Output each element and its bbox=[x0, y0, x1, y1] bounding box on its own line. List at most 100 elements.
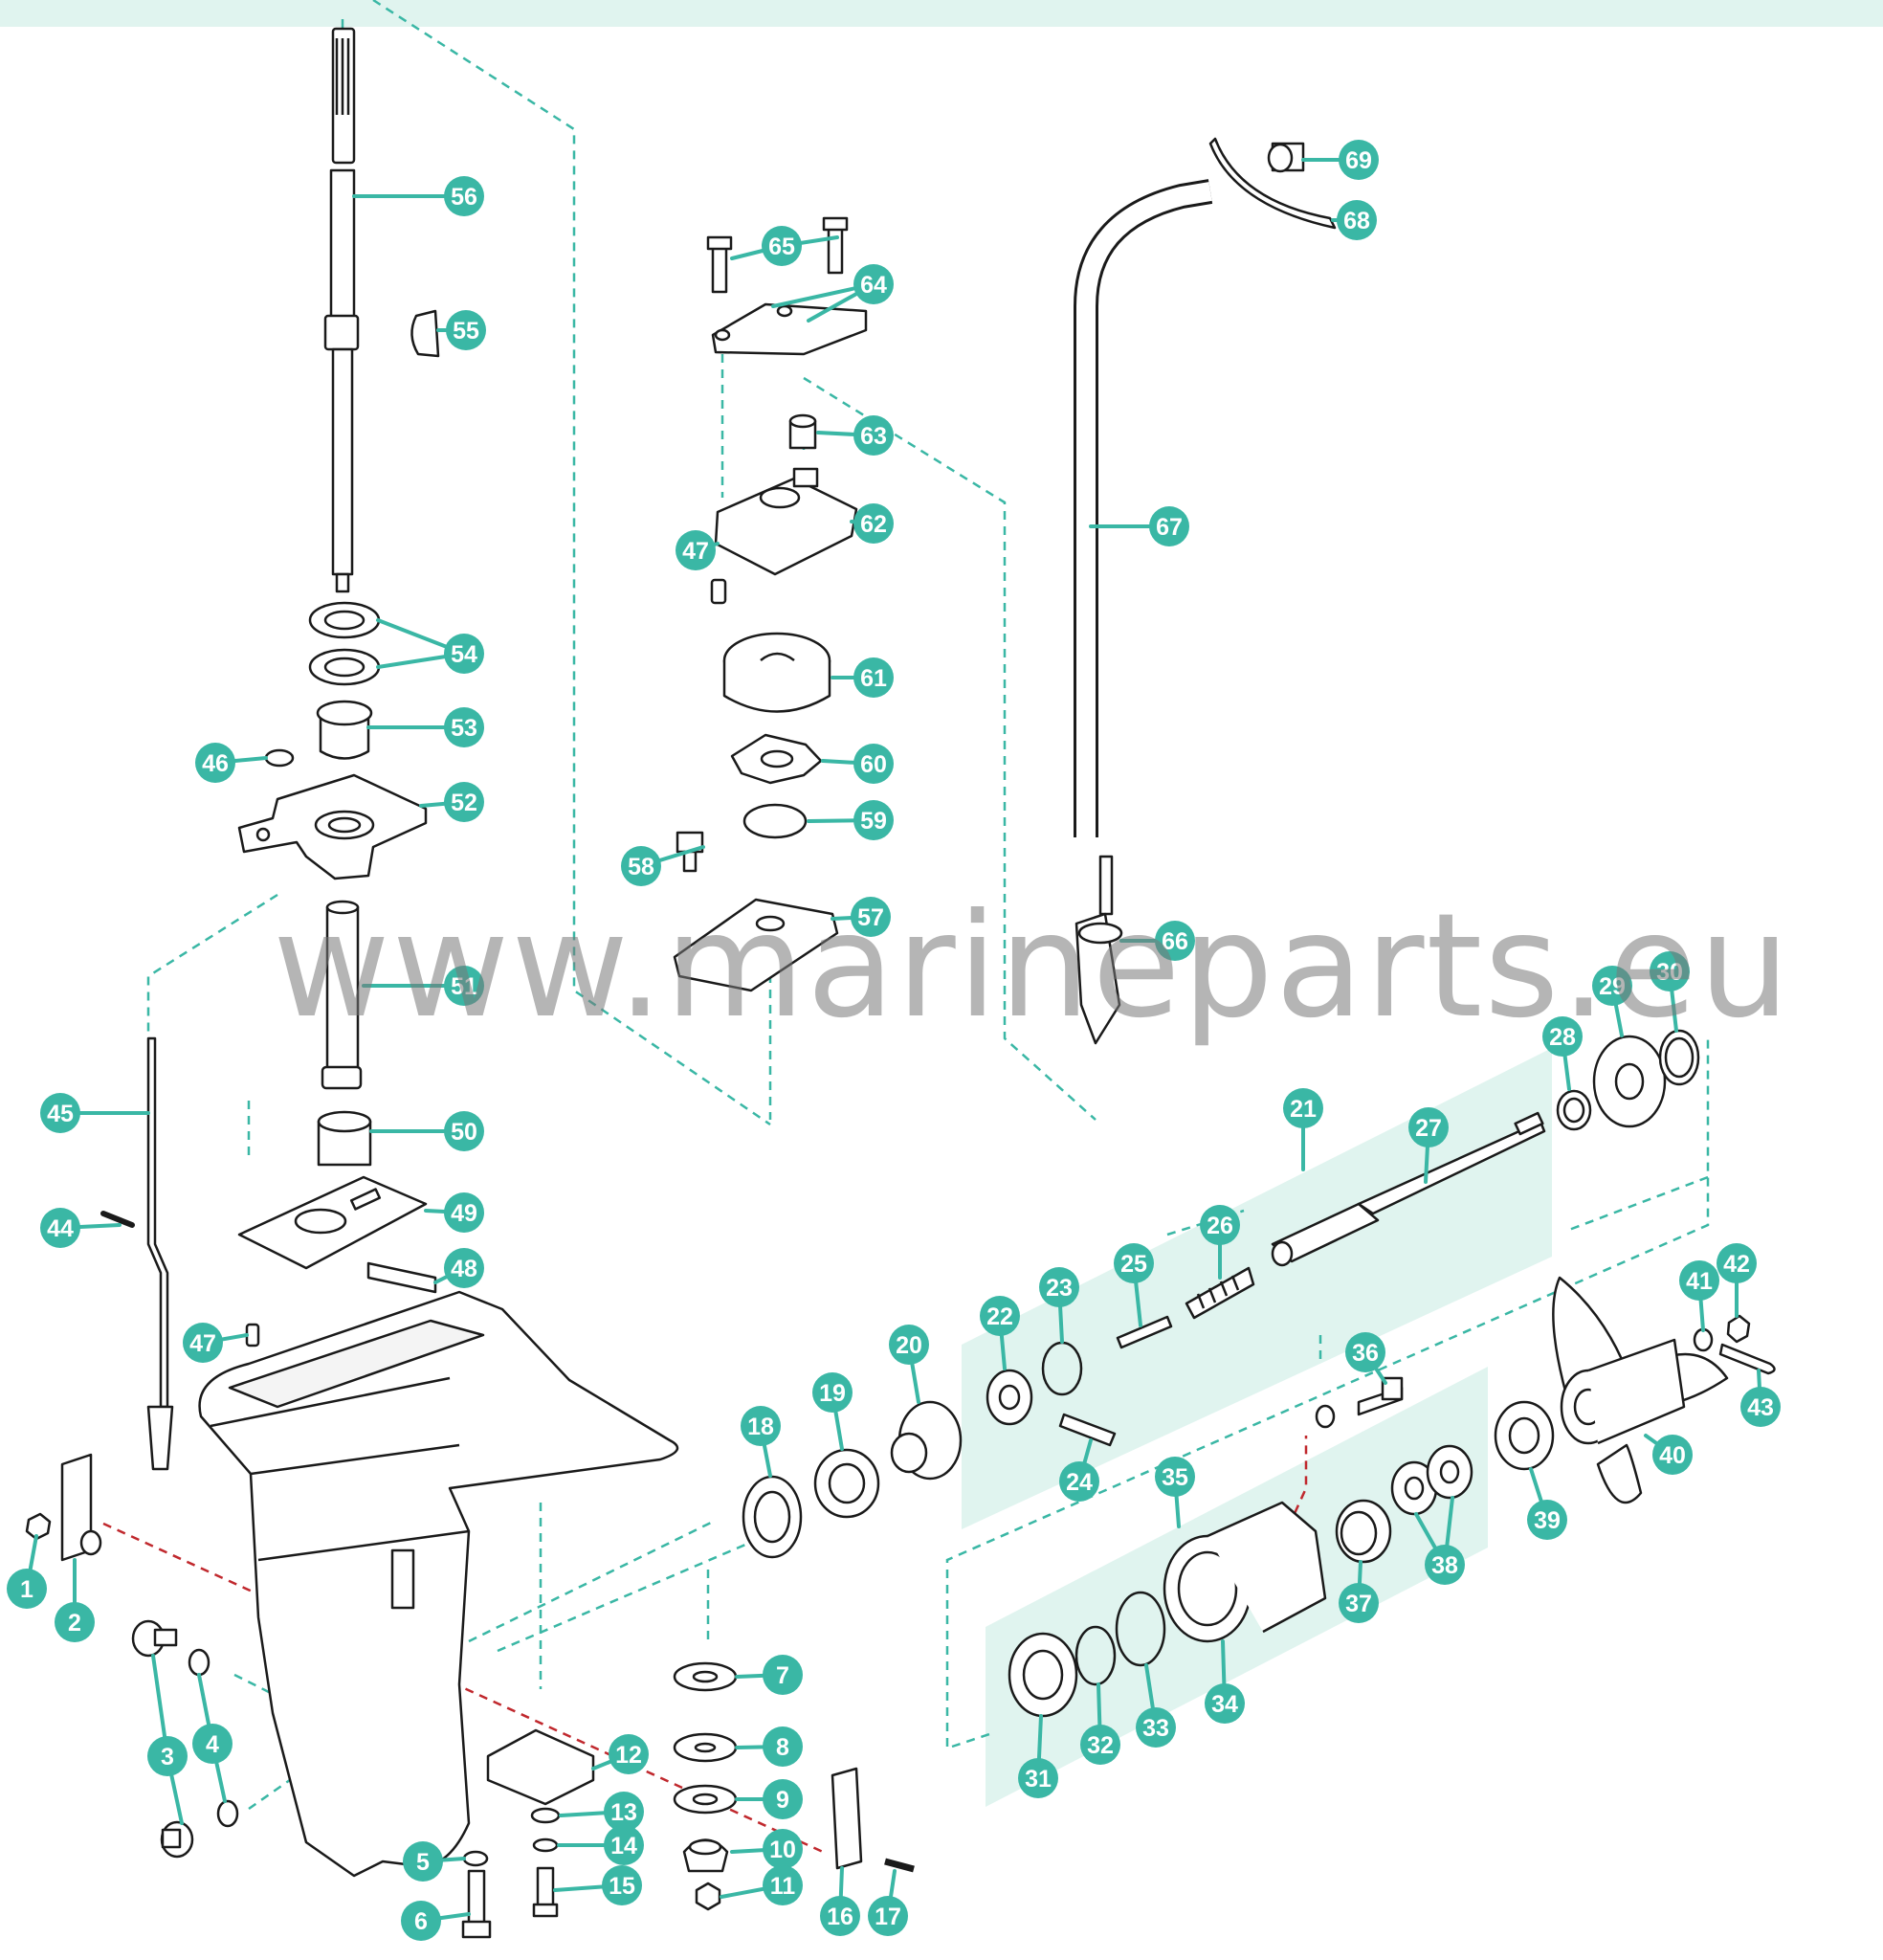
callout-badge bbox=[1652, 1435, 1693, 1475]
callout-part-47[interactable]: 47 bbox=[183, 1323, 223, 1363]
callout-part-21[interactable]: 21 bbox=[1283, 1088, 1323, 1128]
callout-part-3[interactable]: 3 bbox=[147, 1736, 188, 1776]
callout-badge bbox=[1527, 1500, 1567, 1540]
callout-part-10[interactable]: 10 bbox=[763, 1829, 803, 1869]
callout-number: 32 bbox=[1087, 1732, 1114, 1759]
callout-part-17[interactable]: 17 bbox=[868, 1896, 908, 1936]
callout-part-61[interactable]: 61 bbox=[853, 657, 894, 698]
zinc-anode bbox=[60, 1453, 102, 1562]
callout-part-37[interactable]: 37 bbox=[1339, 1583, 1379, 1623]
callout-part-8[interactable]: 8 bbox=[763, 1726, 803, 1767]
water-tube bbox=[321, 900, 363, 1090]
callout-part-62[interactable]: 62 bbox=[853, 503, 894, 544]
callout-part-60[interactable]: 60 bbox=[853, 744, 894, 784]
callout-part-57[interactable]: 57 bbox=[851, 897, 891, 937]
callout-part-39[interactable]: 39 bbox=[1527, 1500, 1567, 1540]
sealing-strip bbox=[366, 1261, 437, 1294]
callout-number: 41 bbox=[1686, 1268, 1713, 1295]
callout-part-53[interactable]: 53 bbox=[444, 707, 484, 747]
callout-part-20[interactable]: 20 bbox=[889, 1325, 929, 1365]
callout-part-40[interactable]: 40 bbox=[1652, 1435, 1693, 1475]
callout-part-9[interactable]: 9 bbox=[763, 1779, 803, 1819]
callout-part-34[interactable]: 34 bbox=[1205, 1683, 1245, 1724]
callout-part-16[interactable]: 16 bbox=[820, 1896, 860, 1936]
callout-part-55[interactable]: 55 bbox=[446, 310, 486, 350]
callout-part-43[interactable]: 43 bbox=[1740, 1387, 1781, 1427]
callout-part-24[interactable]: 24 bbox=[1059, 1461, 1099, 1502]
callout-part-19[interactable]: 19 bbox=[812, 1372, 853, 1413]
callout-part-65[interactable]: 65 bbox=[762, 226, 802, 266]
thrust-washer bbox=[1556, 1089, 1592, 1131]
callout-part-49[interactable]: 49 bbox=[444, 1192, 484, 1233]
callout-part-35[interactable]: 35 bbox=[1155, 1457, 1195, 1497]
callout-part-11[interactable]: 11 bbox=[763, 1865, 803, 1905]
callout-number: 57 bbox=[857, 904, 884, 931]
callout-part-63[interactable]: 63 bbox=[853, 415, 894, 456]
callout-part-14[interactable]: 14 bbox=[604, 1825, 644, 1865]
callout-badge bbox=[851, 897, 891, 937]
callout-badge bbox=[1018, 1758, 1058, 1798]
washer-small bbox=[462, 1850, 489, 1867]
callout-number: 37 bbox=[1345, 1591, 1372, 1617]
callout-part-28[interactable]: 28 bbox=[1542, 1016, 1583, 1057]
callout-badge bbox=[55, 1602, 95, 1642]
callout-badge bbox=[1740, 1387, 1781, 1427]
callout-badge bbox=[762, 226, 802, 266]
callout-part-18[interactable]: 18 bbox=[741, 1406, 781, 1446]
callout-part-50[interactable]: 50 bbox=[444, 1111, 484, 1151]
callout-part-26[interactable]: 26 bbox=[1200, 1205, 1240, 1245]
callout-part-51[interactable]: 51 bbox=[444, 966, 484, 1006]
callout-part-64[interactable]: 64 bbox=[853, 264, 894, 304]
callout-part-7[interactable]: 7 bbox=[763, 1655, 803, 1695]
callout-part-56[interactable]: 56 bbox=[444, 176, 484, 216]
callout-part-25[interactable]: 25 bbox=[1114, 1243, 1154, 1283]
lower-bushing bbox=[317, 1110, 372, 1167]
callout-part-15[interactable]: 15 bbox=[602, 1865, 642, 1905]
callout-part-52[interactable]: 52 bbox=[444, 782, 484, 822]
callout-part-54[interactable]: 54 bbox=[444, 634, 484, 674]
callout-part-29[interactable]: 29 bbox=[1592, 966, 1632, 1006]
water-inlet-cover bbox=[486, 1728, 595, 1806]
callout-number: 48 bbox=[451, 1256, 477, 1282]
callout-part-42[interactable]: 42 bbox=[1717, 1243, 1757, 1283]
callout-part-4[interactable]: 4 bbox=[192, 1724, 233, 1764]
callout-part-38[interactable]: 38 bbox=[1425, 1545, 1465, 1585]
washer-7 bbox=[673, 1661, 738, 1692]
callout-part-2[interactable]: 2 bbox=[55, 1602, 95, 1642]
callout-part-1[interactable]: 1 bbox=[7, 1569, 47, 1609]
callout-part-41[interactable]: 41 bbox=[1679, 1260, 1719, 1301]
callout-part-47[interactable]: 47 bbox=[676, 530, 716, 570]
callout-part-66[interactable]: 66 bbox=[1155, 921, 1195, 961]
callout-part-6[interactable]: 6 bbox=[401, 1901, 441, 1941]
callout-part-69[interactable]: 69 bbox=[1339, 140, 1379, 180]
shift-rod bbox=[146, 1036, 174, 1471]
callout-part-30[interactable]: 30 bbox=[1650, 951, 1690, 991]
callout-part-33[interactable]: 33 bbox=[1136, 1707, 1176, 1748]
callout-part-31[interactable]: 31 bbox=[1018, 1758, 1058, 1798]
callout-badge bbox=[1345, 1332, 1385, 1372]
callout-number: 59 bbox=[860, 808, 887, 835]
callout-part-12[interactable]: 12 bbox=[609, 1734, 649, 1774]
callout-part-27[interactable]: 27 bbox=[1408, 1107, 1449, 1147]
callout-part-44[interactable]: 44 bbox=[40, 1208, 80, 1248]
callout-part-48[interactable]: 48 bbox=[444, 1248, 484, 1288]
callout-part-46[interactable]: 46 bbox=[195, 743, 235, 783]
callout-part-59[interactable]: 59 bbox=[853, 800, 894, 840]
callout-part-32[interactable]: 32 bbox=[1080, 1725, 1120, 1765]
callout-part-23[interactable]: 23 bbox=[1039, 1267, 1079, 1307]
callout-badge bbox=[853, 415, 894, 456]
callout-part-5[interactable]: 5 bbox=[403, 1841, 443, 1882]
callout-number: 7 bbox=[776, 1662, 789, 1689]
propeller-shaft bbox=[1271, 1111, 1546, 1267]
callout-badge bbox=[444, 1111, 484, 1151]
callout-number: 65 bbox=[768, 234, 795, 260]
gasket bbox=[237, 1175, 428, 1270]
callout-part-13[interactable]: 13 bbox=[604, 1792, 644, 1832]
callout-part-45[interactable]: 45 bbox=[40, 1093, 80, 1133]
callout-part-68[interactable]: 68 bbox=[1337, 200, 1377, 240]
callout-part-67[interactable]: 67 bbox=[1149, 506, 1189, 546]
callout-part-36[interactable]: 36 bbox=[1345, 1332, 1385, 1372]
callout-part-22[interactable]: 22 bbox=[980, 1296, 1020, 1336]
callout-part-58[interactable]: 58 bbox=[621, 846, 661, 886]
